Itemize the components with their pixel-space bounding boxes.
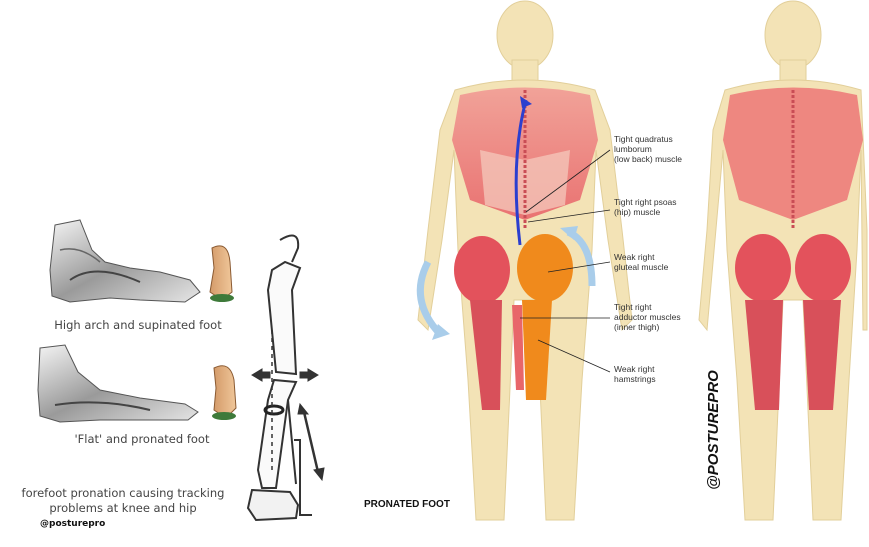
label-quadratus-line3: (low back) muscle xyxy=(614,154,682,164)
neutral-right-gluteal xyxy=(795,234,851,302)
label-psoas-line2: (hip) muscle xyxy=(614,207,660,217)
label-hamstrings-line1: Weak right xyxy=(614,364,654,374)
label-adductor-line2: adductor muscles xyxy=(614,312,681,322)
pronated-foot-title: PRONATED FOOT xyxy=(364,500,450,510)
right-panel: @POSTUREPRO xyxy=(685,0,869,547)
label-gluteal-line1: Weak right xyxy=(614,252,654,262)
label-hamstrings-line2: hamstrings xyxy=(614,374,656,384)
supinated-ankle-image xyxy=(210,246,234,302)
left-handle: @posturepro xyxy=(40,519,120,529)
caption-forefoot-line2: problems at knee and hip xyxy=(8,501,238,515)
label-psoas-line1: Tight right psoas xyxy=(614,197,677,207)
label-quadratus-line2: lumborum xyxy=(614,144,652,154)
label-gluteal-line2: gluteal muscle xyxy=(614,262,668,272)
caption-flat-foot: 'Flat' and pronated foot xyxy=(42,432,242,446)
neutral-left-gluteal xyxy=(735,234,791,302)
center-panel: Tight quadratus lumborum (low back) musc… xyxy=(360,0,685,547)
high-arch-foot-image xyxy=(50,220,200,302)
left-gluteal-muscle xyxy=(454,236,510,304)
vertical-handle: @POSTUREPRO xyxy=(705,360,725,500)
label-adductor-line3: (inner thigh) xyxy=(614,322,659,332)
label-adductor-line1: Tight right xyxy=(614,302,651,312)
left-panel: High arch and supinated foot 'Flat' and … xyxy=(0,0,360,547)
right-gluteal-muscle-weak xyxy=(517,234,573,302)
caption-forefoot-line1: forefoot pronation causing tracking xyxy=(8,486,238,500)
pronated-body-diagram xyxy=(360,0,685,547)
foot-illustrations xyxy=(0,0,360,547)
label-quadratus-line1: Tight quadratus xyxy=(614,134,673,144)
caption-high-arch: High arch and supinated foot xyxy=(38,318,238,332)
flat-foot-image xyxy=(38,345,198,422)
pronated-ankle-image xyxy=(212,366,236,420)
